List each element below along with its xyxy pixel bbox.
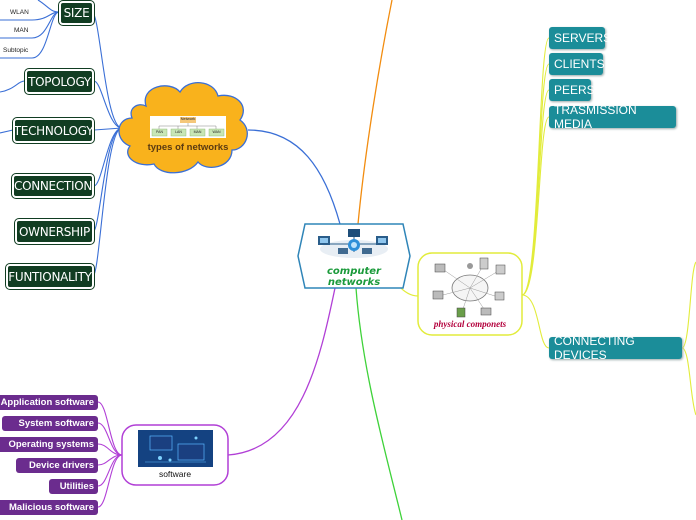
physical-components-label[interactable]: physical componets	[433, 319, 507, 329]
types-of-networks-label[interactable]: types of networks	[147, 142, 229, 153]
software-label[interactable]: software	[158, 469, 192, 479]
software-item-malicious[interactable]: Malicious software	[0, 500, 98, 515]
thumb-item-lan: LAN	[175, 130, 182, 134]
thumb-title: Network	[180, 116, 196, 121]
physical-item-trasmission-media[interactable]: TRASMISSION MEDIA	[549, 103, 676, 131]
physical-item-servers[interactable]: SERVERS	[549, 27, 611, 49]
subtopic-generic[interactable]: Subtopic	[3, 47, 29, 54]
type-item-funtionality[interactable]: FUNTIONALITY	[5, 263, 95, 290]
type-item-ownership[interactable]: OWNERSHIP	[14, 218, 95, 245]
software-item-device-drivers[interactable]: Device drivers	[16, 458, 98, 473]
central-topic-label[interactable]: computer networks	[327, 266, 381, 288]
software-item-operating-systems[interactable]: Operating systems	[0, 437, 98, 452]
thumb-item-pan: PAN	[156, 130, 163, 134]
software-item-application[interactable]: Application software	[0, 395, 98, 410]
physical-item-peers[interactable]: PEERS	[549, 79, 595, 101]
subtopic-wlan[interactable]: WLAN	[10, 9, 29, 16]
type-item-technology[interactable]: TECHNOLOGY	[12, 117, 95, 144]
physical-item-connecting-devices[interactable]: CONNECTING DEVICES	[549, 334, 682, 362]
physical-item-clients[interactable]: CLIENTS	[549, 53, 605, 75]
network-illustration-icon	[318, 229, 388, 258]
software-item-utilities[interactable]: Utilities	[49, 479, 98, 494]
network-types-thumbnail	[150, 116, 226, 138]
type-item-size[interactable]: SIZE	[58, 0, 95, 26]
thumb-item-man: MAN	[193, 130, 202, 134]
software-item-system[interactable]: System software	[2, 416, 98, 431]
software-illustration-icon	[138, 430, 213, 467]
physical-components-diagram-icon	[432, 257, 506, 318]
thumb-item-wan: WAN	[212, 130, 221, 134]
type-item-connection[interactable]: CONNECTION	[11, 173, 95, 199]
type-item-topology[interactable]: TOPOLOGY	[24, 68, 95, 95]
subtopic-man[interactable]: MAN	[14, 27, 29, 34]
